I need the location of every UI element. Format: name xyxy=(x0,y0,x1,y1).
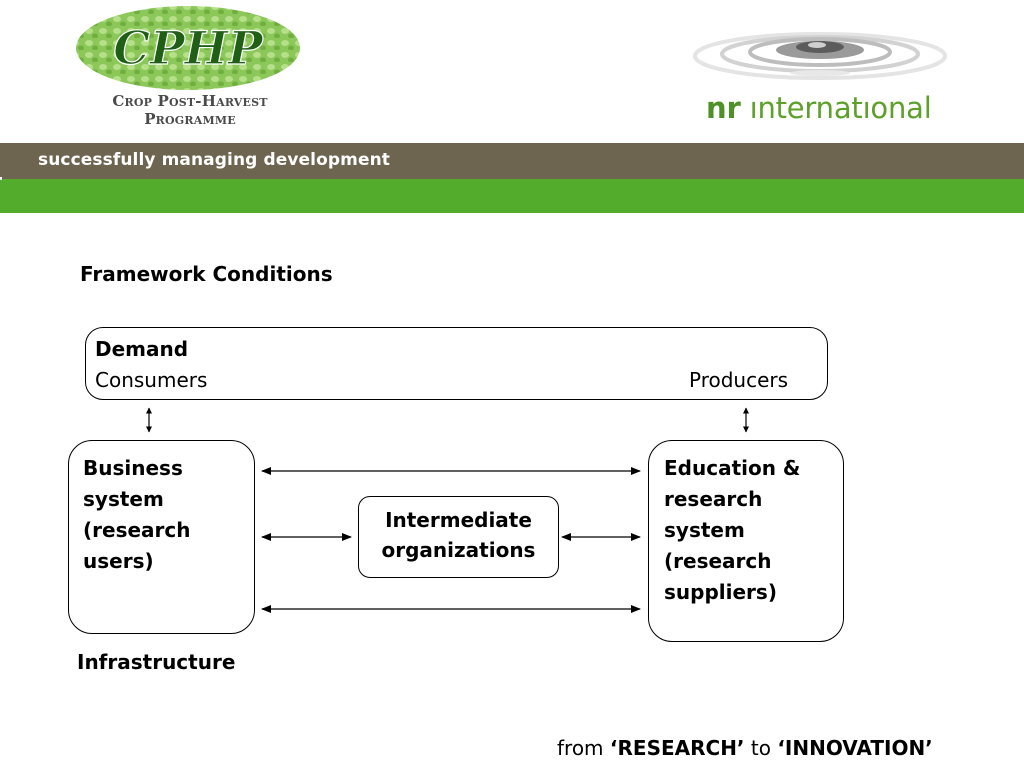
tagline-band xyxy=(0,143,1024,179)
footer-research: ‘RESEARCH’ xyxy=(609,736,745,760)
footer-innovation: ‘INNOVATION’ xyxy=(777,736,933,760)
demand-title: Demand xyxy=(95,337,189,361)
business-system-box xyxy=(68,440,255,634)
producers-label: Producers xyxy=(689,368,789,392)
water-ripple-icon xyxy=(693,32,947,80)
band-edge xyxy=(0,177,2,180)
nri-rest-text: ınternatıonal xyxy=(740,91,932,125)
demand-box xyxy=(85,327,828,400)
nri-bold-text: nr xyxy=(706,91,741,125)
intermediate-organizations-text: Intermediate organizations xyxy=(358,505,559,565)
footer-to: to xyxy=(744,736,778,760)
green-band xyxy=(0,179,1024,213)
education-line-5: suppliers) xyxy=(664,580,777,604)
business-line-3: (research xyxy=(83,518,191,542)
education-research-system-box xyxy=(648,440,844,642)
business-line-1: Business xyxy=(83,456,183,480)
footer-caption: from ‘RESEARCH’ to ‘INNOVATION’ xyxy=(557,733,933,763)
framework-conditions-label: Framework Conditions xyxy=(80,262,333,286)
business-line-4: users) xyxy=(83,549,154,573)
cphp-subtitle: Crop Post-Harvest Programme xyxy=(80,92,300,128)
infrastructure-label: Infrastructure xyxy=(77,650,236,674)
intermediate-organizations-box xyxy=(358,496,559,578)
footer-from: from xyxy=(557,736,610,760)
business-system-text: Business system (research users) xyxy=(83,453,253,577)
tagline: successfully managing development xyxy=(38,150,390,170)
cphp-logo: CPHP xyxy=(76,6,300,90)
cphp-subtitle-line2: Programme xyxy=(144,110,236,128)
education-line-1: Education & xyxy=(664,456,801,480)
cphp-logo-text: CPHP xyxy=(113,21,264,75)
cphp-subtitle-line1: Crop Post-Harvest xyxy=(112,92,268,110)
education-line-4: (research xyxy=(664,549,772,573)
education-line-3: system xyxy=(664,518,745,542)
education-research-system-text: Education & research system (research su… xyxy=(664,453,844,608)
consumers-label: Consumers xyxy=(95,368,208,392)
business-line-2: system xyxy=(83,487,164,511)
intermediate-line-2: organizations xyxy=(381,538,536,562)
education-line-2: research xyxy=(664,487,763,511)
nr-international-logo: nr ınternatıonal xyxy=(706,88,932,128)
intermediate-line-1: Intermediate xyxy=(385,508,532,532)
